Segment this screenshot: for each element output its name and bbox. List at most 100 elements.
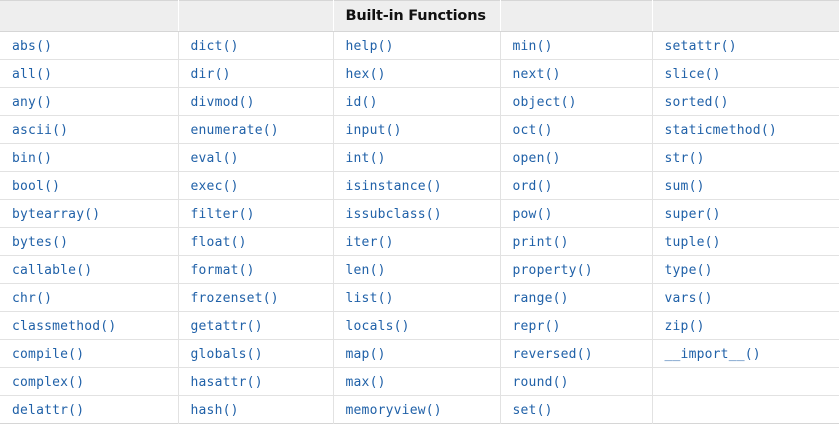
function-link[interactable]: delattr() <box>12 402 85 418</box>
table-cell: staticmethod() <box>652 115 839 144</box>
function-link[interactable]: staticmethod() <box>664 122 777 138</box>
table-row: complex() hasattr() max() round() <box>0 367 839 396</box>
function-link[interactable]: print() <box>512 234 569 250</box>
table-cell: hex() <box>333 59 501 88</box>
table-cell: super() <box>652 199 839 228</box>
function-link[interactable]: format() <box>190 262 255 278</box>
table-title: Built-in Functions <box>333 0 501 32</box>
function-link[interactable]: id() <box>345 94 378 110</box>
table-cell: getattr() <box>178 311 334 340</box>
function-link[interactable]: hex() <box>345 66 386 82</box>
function-link[interactable]: compile() <box>12 346 85 362</box>
function-link[interactable]: list() <box>345 290 394 306</box>
table-cell: ascii() <box>0 115 179 144</box>
function-link[interactable]: enumerate() <box>190 122 279 138</box>
function-link[interactable]: frozenset() <box>190 290 279 306</box>
function-link[interactable]: vars() <box>664 290 713 306</box>
function-link[interactable]: pow() <box>512 206 553 222</box>
function-link[interactable]: all() <box>12 66 53 82</box>
table-cell: zip() <box>652 311 839 340</box>
function-link[interactable]: round() <box>512 374 569 390</box>
table-row: bytearray() filter() issubclass() pow() supe… <box>0 199 839 228</box>
function-link[interactable]: input() <box>345 122 402 138</box>
function-link[interactable]: property() <box>512 262 593 278</box>
table-row: abs() dict() help() min() setattr() <box>0 31 839 60</box>
function-link[interactable]: globals() <box>190 346 263 362</box>
column-header-4 <box>500 0 653 32</box>
function-link[interactable]: memoryview() <box>345 402 442 418</box>
function-link[interactable]: int() <box>345 150 386 166</box>
table-cell: reversed() <box>500 339 653 368</box>
function-link[interactable]: any() <box>12 94 53 110</box>
function-link[interactable]: sum() <box>664 178 705 194</box>
function-link[interactable]: min() <box>512 38 553 54</box>
function-link[interactable]: iter() <box>345 234 394 250</box>
function-link[interactable]: str() <box>664 150 705 166</box>
function-link[interactable]: repr() <box>512 318 561 334</box>
function-link[interactable]: zip() <box>664 318 705 334</box>
function-link[interactable]: setattr() <box>664 38 737 54</box>
table-cell: issubclass() <box>333 199 501 228</box>
function-link[interactable]: abs() <box>12 38 53 54</box>
function-link[interactable]: type() <box>664 262 713 278</box>
table-cell: format() <box>178 255 334 284</box>
function-link[interactable]: divmod() <box>190 94 255 110</box>
table-header-row: Built-in Functions <box>0 0 839 32</box>
table-cell: min() <box>500 31 653 60</box>
function-link[interactable]: exec() <box>190 178 239 194</box>
function-link[interactable]: range() <box>512 290 569 306</box>
function-link[interactable]: slice() <box>664 66 721 82</box>
function-link[interactable]: super() <box>664 206 721 222</box>
function-link[interactable]: filter() <box>190 206 255 222</box>
function-link[interactable]: oct() <box>512 122 553 138</box>
table-cell: sum() <box>652 171 839 200</box>
function-link[interactable]: dict() <box>190 38 239 54</box>
function-link[interactable]: sorted() <box>664 94 729 110</box>
table-cell: filter() <box>178 199 334 228</box>
function-link[interactable]: float() <box>190 234 247 250</box>
function-link[interactable]: dir() <box>190 66 231 82</box>
function-link[interactable]: reversed() <box>512 346 593 362</box>
function-link[interactable]: help() <box>345 38 394 54</box>
table-row: any() divmod() id() object() sorted() <box>0 87 839 116</box>
table-cell: range() <box>500 283 653 312</box>
function-link[interactable]: bin() <box>12 150 53 166</box>
table-cell: complex() <box>0 367 179 396</box>
function-link[interactable]: object() <box>512 94 577 110</box>
function-link[interactable]: classmethod() <box>12 318 117 334</box>
function-link[interactable]: chr() <box>12 290 53 306</box>
function-link[interactable]: __import__() <box>664 346 761 362</box>
function-link[interactable]: issubclass() <box>345 206 442 222</box>
function-link[interactable]: bytes() <box>12 234 69 250</box>
table-cell: bool() <box>0 171 179 200</box>
function-link[interactable]: callable() <box>12 262 93 278</box>
function-link[interactable]: getattr() <box>190 318 263 334</box>
function-link[interactable]: hash() <box>190 402 239 418</box>
function-link[interactable]: next() <box>512 66 561 82</box>
function-link[interactable]: eval() <box>190 150 239 166</box>
table-cell <box>652 395 839 424</box>
function-link[interactable]: hasattr() <box>190 374 263 390</box>
function-link[interactable]: ascii() <box>12 122 69 138</box>
table-cell: property() <box>500 255 653 284</box>
function-link[interactable]: ord() <box>512 178 553 194</box>
function-link[interactable]: tuple() <box>664 234 721 250</box>
table-row: classmethod() getattr() locals() repr() zip(… <box>0 311 839 340</box>
function-link[interactable]: set() <box>512 402 553 418</box>
function-link[interactable]: bool() <box>12 178 61 194</box>
function-link[interactable]: complex() <box>12 374 85 390</box>
table-cell: memoryview() <box>333 395 501 424</box>
function-link[interactable]: max() <box>345 374 386 390</box>
function-link[interactable]: isinstance() <box>345 178 442 194</box>
table-cell: input() <box>333 115 501 144</box>
function-link[interactable]: locals() <box>345 318 410 334</box>
function-link[interactable]: map() <box>345 346 386 362</box>
table-cell: classmethod() <box>0 311 179 340</box>
function-link[interactable]: open() <box>512 150 561 166</box>
function-link[interactable]: len() <box>345 262 386 278</box>
function-link[interactable]: bytearray() <box>12 206 101 222</box>
table-cell: bytes() <box>0 227 179 256</box>
table-cell: pow() <box>500 199 653 228</box>
column-header-1 <box>0 0 179 32</box>
